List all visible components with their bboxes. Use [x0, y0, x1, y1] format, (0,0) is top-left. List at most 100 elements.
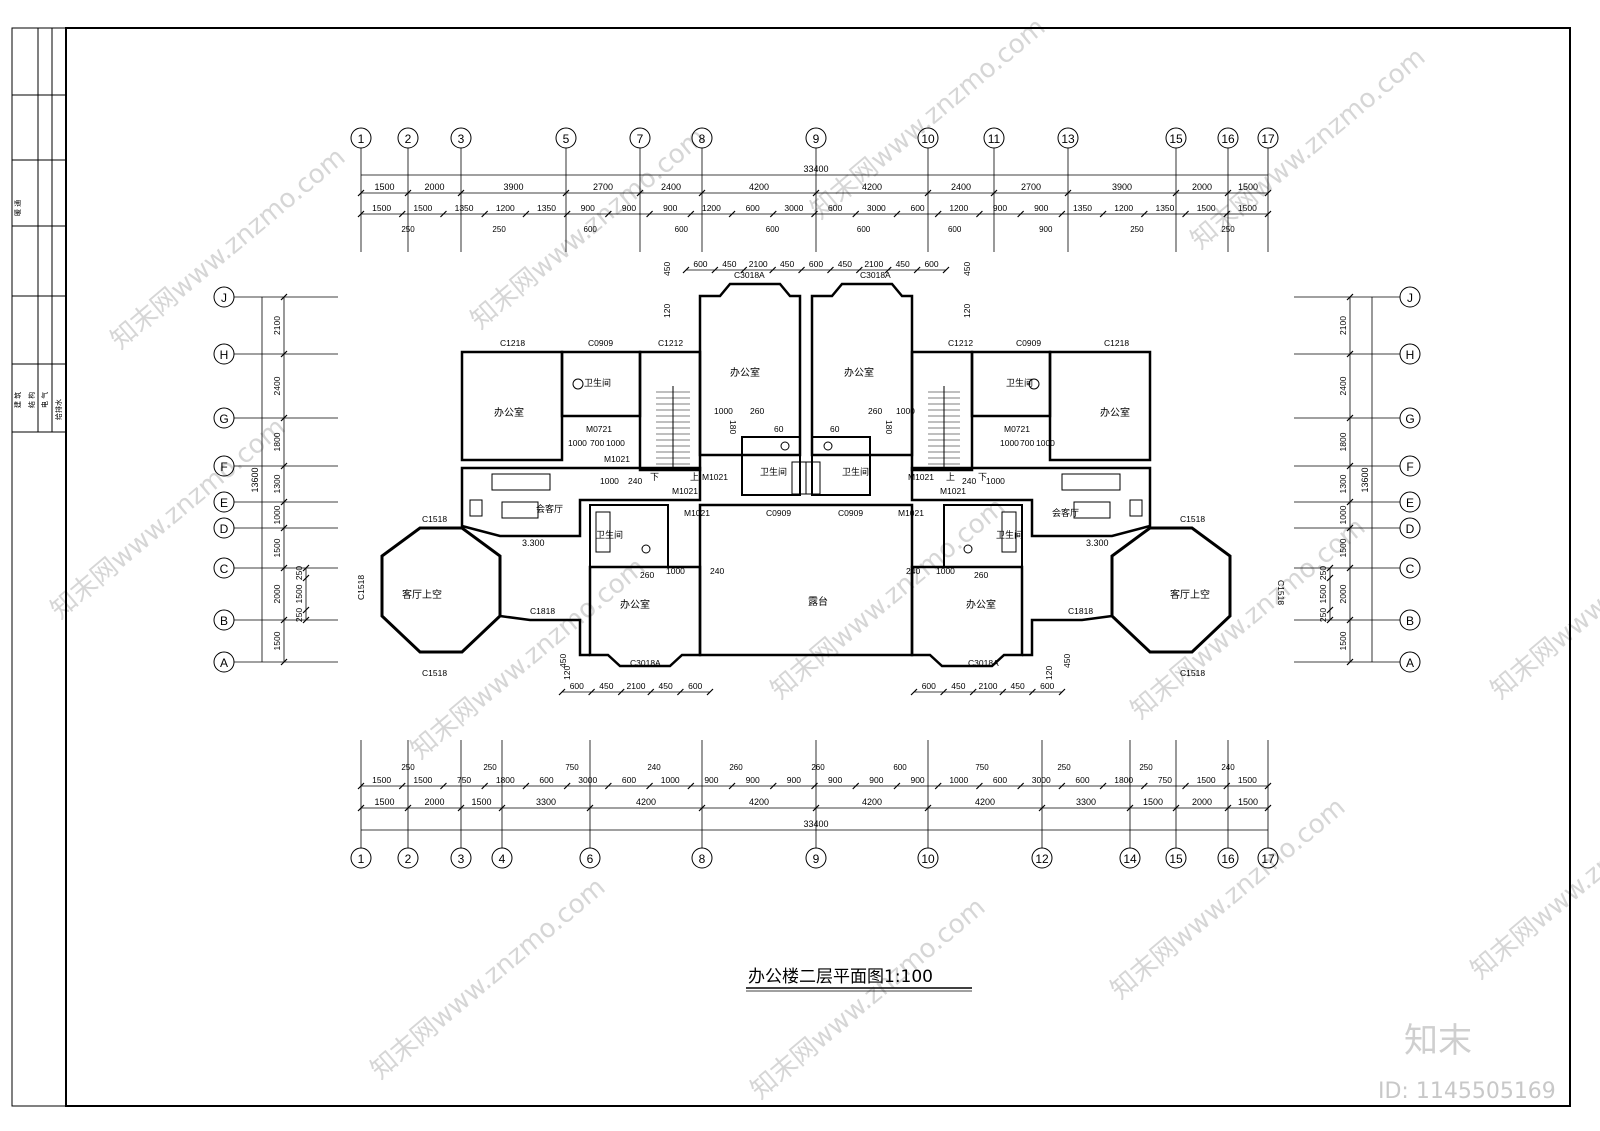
dim-text: 3000 — [867, 203, 886, 213]
watermark-text: 知末网www.znzmo.com — [765, 492, 1011, 705]
axis-bubble-left — [213, 455, 235, 477]
tag-window: C0909 — [588, 338, 613, 348]
dim-tick — [280, 616, 288, 624]
local-dim: 60 — [774, 424, 784, 434]
dim-tick — [481, 210, 489, 218]
dim-tick — [1264, 210, 1272, 218]
dim-tick — [558, 688, 566, 696]
axis-bubble-left — [213, 557, 235, 579]
dim-tick — [1346, 414, 1354, 422]
dim-text: 450 — [780, 259, 794, 269]
tag-window: C0909 — [838, 508, 863, 518]
tag-window: C3018A — [734, 270, 765, 280]
dim-text: 2000 — [1192, 182, 1212, 192]
dim-tick — [1140, 782, 1148, 790]
dim-tick — [698, 804, 706, 812]
local-dim: 1000 — [936, 566, 955, 576]
dim-text: 450 — [599, 681, 613, 691]
dim-small: 750 — [975, 763, 989, 772]
dim-text: 1000 — [661, 775, 680, 785]
local-dim: 450 — [962, 262, 972, 276]
axis-bubble-top — [983, 127, 1005, 149]
dim-text: 600 — [622, 775, 636, 785]
dim-text: 1500 — [1143, 797, 1163, 807]
dim-text: 450 — [951, 681, 965, 691]
meeting-left — [460, 466, 702, 538]
axis-bubble-top — [1057, 127, 1079, 149]
local-dim: 240 — [710, 566, 724, 576]
dim-text: 1350 — [537, 203, 556, 213]
dim-small: 600 — [584, 225, 598, 234]
axis-bubble-bottom — [691, 847, 713, 869]
dim-tick — [798, 266, 805, 274]
local-dim: 1000 — [896, 406, 915, 416]
local-dim: 1000 — [666, 566, 685, 576]
dim-text: 900 — [910, 775, 924, 785]
dim-small: 250 — [401, 225, 415, 234]
axis-label-bottom: 16 — [1221, 852, 1235, 866]
dim-tick — [280, 293, 288, 301]
local-dim: 1000 — [568, 438, 587, 448]
dim-text: 600 — [828, 203, 842, 213]
axis-bubble-left — [213, 609, 235, 631]
dim-text: 600 — [910, 203, 924, 213]
dim-text: 4200 — [862, 182, 882, 192]
axis-bubble-top — [1257, 127, 1279, 149]
axis-label-top: 3 — [458, 132, 465, 146]
dim-tick — [302, 616, 310, 624]
dim-text: 2000 — [424, 182, 444, 192]
dim-tick — [706, 688, 714, 696]
sofa-right — [1061, 473, 1121, 491]
axis-bubble-left — [213, 517, 235, 539]
dim-small: 600 — [948, 225, 962, 234]
dim-tick — [636, 189, 644, 197]
axis-bubble-bottom — [491, 847, 513, 869]
axis-label-bottom: 4 — [499, 852, 506, 866]
local-dim: 120 — [1044, 666, 1054, 680]
dim-tick — [302, 574, 310, 582]
basin-fixture — [963, 544, 973, 554]
watermark-text: 知末网www.znzmo.com — [1465, 772, 1600, 985]
dim-text-v: 1500 — [272, 631, 282, 650]
axis-bubble-bottom — [1217, 847, 1239, 869]
label-toilet: 卫生间 — [760, 466, 787, 478]
dim-tick — [1099, 210, 1107, 218]
dim-tick — [1346, 564, 1354, 572]
axis-label-bottom: 17 — [1261, 852, 1275, 866]
axis-bubble-bottom — [1257, 847, 1279, 869]
label-elevation: 3.300 — [522, 538, 545, 548]
tag-door: M1021 — [702, 472, 728, 482]
dim-text: 1200 — [949, 203, 968, 213]
dim-text: 4200 — [862, 797, 882, 807]
axis-bubble-bottom — [579, 847, 601, 869]
dim-tick — [1346, 616, 1354, 624]
axis-bubble-bottom — [917, 847, 939, 869]
axis-bubble-top — [691, 127, 713, 149]
dim-text-v: 1500 — [1318, 584, 1328, 603]
tag-window: C1518 — [1180, 668, 1205, 678]
label-toilet: 卫生间 — [584, 377, 611, 389]
dim-small: 250 — [1057, 763, 1071, 772]
dim-tick — [1058, 210, 1066, 218]
dim-text: 600 — [1040, 681, 1054, 691]
tag-door: M1021 — [898, 508, 924, 518]
axis-bubble-right — [1399, 286, 1421, 308]
local-dim: 120 — [962, 304, 972, 318]
dim-text: 1500 — [1197, 203, 1216, 213]
tag-window: C1518 — [1276, 580, 1286, 605]
dim-tick — [398, 782, 406, 790]
local-dim: 180 — [728, 420, 738, 434]
dim-text: 1500 — [1238, 203, 1257, 213]
tb-struct: 结 构 — [27, 392, 36, 408]
dim-text: 2400 — [951, 182, 971, 192]
dim-tick — [1182, 782, 1189, 790]
axis-bubble-bottom — [350, 847, 372, 869]
axis-bubble-left — [213, 407, 235, 429]
dim-tick — [1326, 616, 1334, 624]
tag-window: C0909 — [1016, 338, 1041, 348]
dim-text: 4200 — [749, 797, 769, 807]
dim-text-v: 1500 — [1338, 538, 1348, 557]
tag-window: C3018A — [860, 270, 891, 280]
